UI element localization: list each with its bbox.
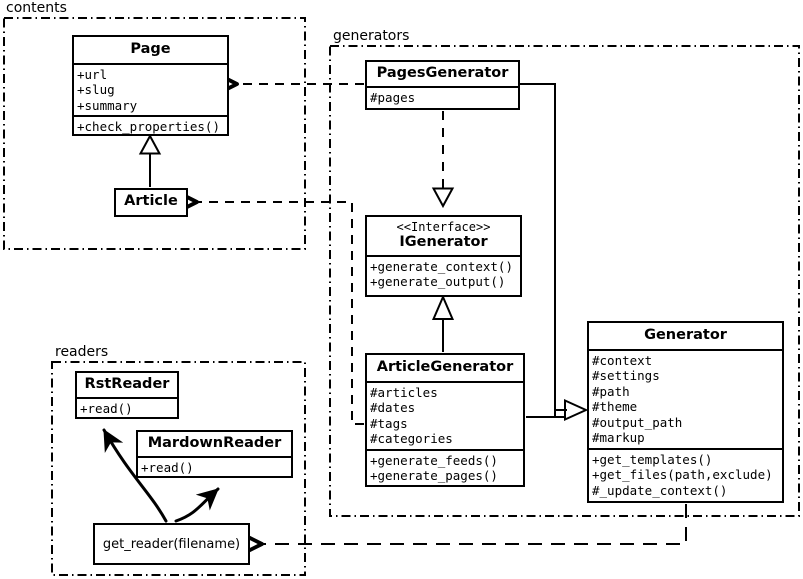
class-attributes-articlegenerator: #articles #dates #tags #categories	[367, 383, 523, 451]
attribute: #settings	[592, 368, 660, 383]
method: #_update_context()	[592, 482, 728, 498]
attribute: #theme	[592, 399, 638, 414]
class-name-article: Article	[124, 193, 178, 209]
relationship-get-reader-returns-mardownreader	[174, 487, 220, 523]
attribute: +url	[77, 66, 108, 82]
relationship-articlegenerator-creates-article	[197, 202, 364, 425]
class-box-articlegenerator[interactable]: ArticleGenerator #articles #dates #tags …	[365, 353, 525, 487]
class-methods-igenerator: +generate_context() +generate_output()	[367, 257, 520, 292]
class-header-igenerator: <<Interface>> IGenerator	[367, 217, 520, 257]
package-label-generators: generators	[331, 28, 412, 44]
class-name-pagesgenerator: PagesGenerator	[367, 62, 518, 88]
class-methods-rstreader: +read()	[77, 399, 177, 419]
package-label-contents: contents	[4, 0, 69, 16]
package-border-readers	[51, 361, 306, 576]
relationship-articlegenerator-implements-igenerator	[431, 294, 455, 352]
attribute: #tags	[370, 415, 408, 431]
class-methods-articlegenerator: +generate_feeds() +generate_pages()	[367, 451, 523, 486]
function-node-get-reader[interactable]: get_reader(filename)	[93, 523, 250, 565]
class-box-mardownreader[interactable]: MardownReader +read()	[136, 430, 293, 478]
relationship-generators-extend-generator	[520, 83, 589, 422]
attribute: +summary	[77, 97, 138, 113]
class-name-mardownreader: MardownReader	[138, 432, 291, 458]
attribute: #articles	[370, 384, 438, 400]
class-methods-mardownreader: +read()	[138, 458, 291, 478]
class-stereotype-igenerator: <<Interface>>	[396, 220, 491, 234]
class-methods-generator: +get_templates() +get_files(path,exclude…	[589, 450, 782, 501]
attribute: #categories	[370, 431, 453, 446]
attribute: #pages	[370, 89, 416, 105]
class-box-page[interactable]: Page +url +slug +summary +check_properti…	[72, 35, 229, 136]
class-name-igenerator: IGenerator	[399, 234, 488, 250]
method: +read()	[80, 400, 133, 416]
package-label-readers: readers	[53, 344, 111, 360]
method: +check_properties()	[77, 119, 220, 134]
relationship-pagesgenerator-realizes-igenerator	[431, 111, 455, 209]
class-name-page: Page	[74, 37, 227, 65]
method: +read()	[141, 459, 194, 475]
method: +get_templates()	[592, 451, 713, 467]
method: +generate_feeds()	[370, 452, 498, 468]
relationship-generator-uses-get-reader	[262, 504, 687, 544]
relationship-article-extends-page	[138, 133, 162, 187]
attribute: #dates	[370, 400, 416, 415]
class-name-generator: Generator	[589, 323, 782, 351]
class-name-articlegenerator: ArticleGenerator	[367, 355, 523, 383]
attribute: +slug	[77, 82, 115, 97]
class-attributes-page: +url +slug +summary	[74, 65, 227, 117]
class-attributes-generator: #context #settings #path #theme #output_…	[589, 351, 782, 450]
class-box-article[interactable]: Article	[114, 188, 188, 217]
method: +generate_context()	[370, 258, 513, 274]
attribute: #context	[592, 352, 653, 368]
attribute: #path	[592, 383, 630, 399]
class-box-pagesgenerator[interactable]: PagesGenerator #pages	[365, 60, 520, 110]
class-box-rstreader[interactable]: RstReader +read()	[75, 371, 179, 419]
attribute: #markup	[592, 430, 645, 445]
method: +generate_output()	[370, 274, 506, 289]
package-border-contents	[3, 17, 306, 250]
attribute: #output_path	[592, 414, 683, 430]
package-border-generators	[329, 45, 800, 517]
method: +generate_pages()	[370, 468, 498, 483]
class-box-generator[interactable]: Generator #context #settings #path #them…	[587, 321, 784, 503]
class-name-rstreader: RstReader	[77, 373, 177, 399]
class-attributes-pagesgenerator: #pages	[367, 88, 518, 108]
relationship-get-reader-returns-rstreader	[102, 428, 168, 523]
function-node-label: get_reader(filename)	[102, 536, 241, 552]
method: +get_files(path,exclude)	[592, 467, 773, 482]
class-box-igenerator[interactable]: <<Interface>> IGenerator +generate_conte…	[365, 215, 522, 297]
class-methods-page: +check_properties()	[74, 117, 227, 137]
